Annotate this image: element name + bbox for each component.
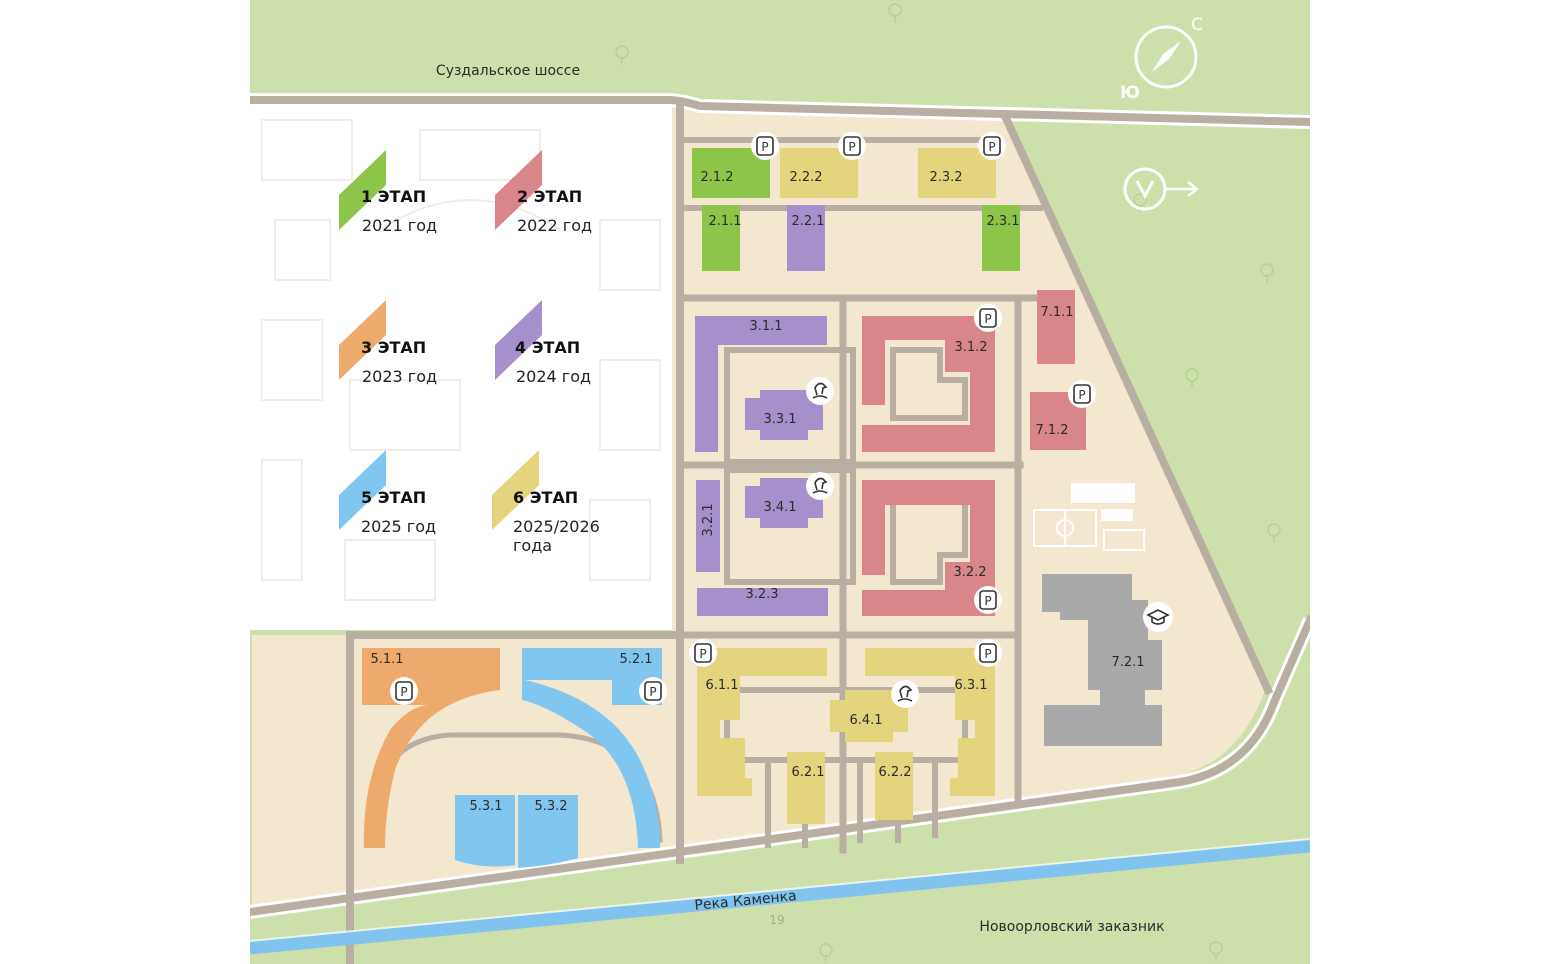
parking-icon	[750, 131, 780, 161]
reserve-label: Новоорловский заказник	[979, 919, 1164, 935]
legend-swatch	[339, 300, 386, 380]
building-label: 6.3.1	[954, 678, 987, 693]
existing-development-area	[250, 104, 674, 630]
legend-year: 2025/2026	[513, 517, 600, 536]
roads	[250, 93, 1310, 964]
legend: 1 ЭТАП 2021 год 2 ЭТАП 2022 год 3 ЭТАП 2…	[339, 150, 600, 555]
legend-title: 1 ЭТАП	[361, 187, 426, 206]
building-label: 6.2.2	[878, 765, 911, 780]
building-3-1-1[interactable]	[695, 316, 827, 452]
building-label: 6.4.1	[849, 713, 882, 728]
building-label: 3.2.1	[701, 503, 716, 536]
legend-title: 4 ЭТАП	[515, 338, 580, 357]
legend-swatch	[495, 300, 542, 380]
building-label: 3.2.3	[745, 587, 778, 602]
parking-icon	[973, 638, 1003, 668]
parking-icon	[837, 131, 867, 161]
legend-year: 2025 год	[361, 517, 436, 536]
road-number-label: 19	[769, 913, 784, 927]
building-label: 3.1.2	[954, 340, 987, 355]
building-label: 3.3.1	[763, 412, 796, 427]
building-label: 2.3.1	[986, 214, 1019, 229]
playground-icon	[805, 471, 835, 501]
building-6-2-2[interactable]	[875, 752, 913, 820]
building-2-1-1[interactable]	[702, 205, 740, 271]
parking-icon	[688, 638, 718, 668]
buildings	[362, 148, 1162, 868]
building-7-2-1-school[interactable]	[1042, 574, 1162, 746]
metro-direction-icon[interactable]	[1123, 167, 1200, 211]
building-3-1-2[interactable]	[862, 316, 995, 452]
school-icon	[1143, 602, 1173, 632]
building-6-2-1[interactable]	[787, 752, 825, 824]
legend-item-stage-4: 4 ЭТАП 2024 год	[495, 300, 591, 386]
building-label: 3.1.1	[749, 319, 782, 334]
building-label: 6.1.1	[705, 678, 738, 693]
playground-icon	[805, 376, 835, 406]
legend-item-stage-6: 6 ЭТАП 2025/2026 года	[492, 450, 600, 555]
building-label: 2.3.2	[929, 170, 962, 185]
building-label: 2.2.1	[791, 214, 824, 229]
building-6-1-1[interactable]	[697, 648, 827, 796]
building-3-3-1[interactable]	[745, 390, 823, 440]
building-label: 5.2.1	[619, 652, 652, 667]
parking-icon	[638, 676, 668, 706]
river	[250, 839, 1310, 955]
building-label: 3.2.2	[953, 565, 986, 580]
building-label: 5.3.2	[534, 799, 567, 814]
building-label: 2.1.2	[700, 170, 733, 185]
legend-title: 5 ЭТАП	[361, 488, 426, 507]
building-3-2-1[interactable]	[696, 480, 720, 572]
building-label: 2.1.1	[708, 214, 741, 229]
building-2-3-1[interactable]	[982, 205, 1020, 271]
building-3-2-2[interactable]	[862, 480, 995, 616]
building-label: 6.2.1	[791, 765, 824, 780]
legend-item-stage-3: 3 ЭТАП 2023 год	[339, 300, 437, 386]
playground-icon	[890, 679, 920, 709]
building-5-3-1[interactable]	[455, 795, 515, 867]
legend-title: 3 ЭТАП	[361, 338, 426, 357]
building-6-3-1[interactable]	[865, 648, 995, 796]
parking-icon	[1067, 379, 1097, 409]
street-label-suzdalskoe: Суздальское шоссе	[436, 63, 580, 79]
building-label: 2.2.2	[789, 170, 822, 185]
building-5-2-1[interactable]	[522, 648, 662, 848]
legend-year: 2023 год	[362, 367, 437, 386]
parking-icon	[973, 303, 1003, 333]
compass-south-label: Ю	[1120, 83, 1140, 103]
legend-title: 6 ЭТАП	[513, 488, 578, 507]
legend-swatch	[495, 150, 542, 230]
building-6-4-1[interactable]	[830, 690, 908, 742]
building-label: 3.4.1	[763, 500, 796, 515]
legend-swatch	[339, 450, 386, 530]
legend-item-stage-1: 1 ЭТАП 2021 год	[339, 150, 437, 235]
parking-icon	[389, 676, 419, 706]
sports-ground	[1033, 483, 1145, 551]
building-label: 7.1.1	[1040, 305, 1073, 320]
building-2-2-1[interactable]	[787, 205, 825, 271]
legend-year: 2021 год	[362, 216, 437, 235]
building-7-1-1[interactable]	[1037, 290, 1075, 364]
building-labels: 2.1.2 2.2.2 2.3.2 2.1.1 2.2.1 2.3.1 3.1.…	[370, 170, 1144, 814]
parking-icon	[977, 131, 1007, 161]
building-label: 7.2.1	[1111, 655, 1144, 670]
building-label: 7.1.2	[1035, 423, 1068, 438]
legend-year: года	[513, 536, 552, 555]
parking-icon	[973, 585, 1003, 615]
building-5-3-2[interactable]	[518, 795, 578, 868]
compass-north-label: С	[1191, 15, 1203, 35]
legend-swatch	[492, 450, 539, 530]
building-3-2-3[interactable]	[697, 588, 828, 616]
compass-icon: С Ю	[1120, 15, 1203, 103]
park-area-east	[1012, 122, 1310, 690]
legend-year: 2022 год	[517, 216, 592, 235]
legend-item-stage-2: 2 ЭТАП 2022 год	[495, 150, 592, 235]
legend-item-stage-5: 5 ЭТАП 2025 год	[339, 450, 436, 536]
building-3-4-1[interactable]	[745, 478, 823, 528]
legend-year: 2024 год	[516, 367, 591, 386]
legend-swatch	[339, 150, 386, 230]
legend-title: 2 ЭТАП	[517, 187, 582, 206]
building-label: 5.3.1	[469, 799, 502, 814]
building-label: 5.1.1	[370, 652, 403, 667]
